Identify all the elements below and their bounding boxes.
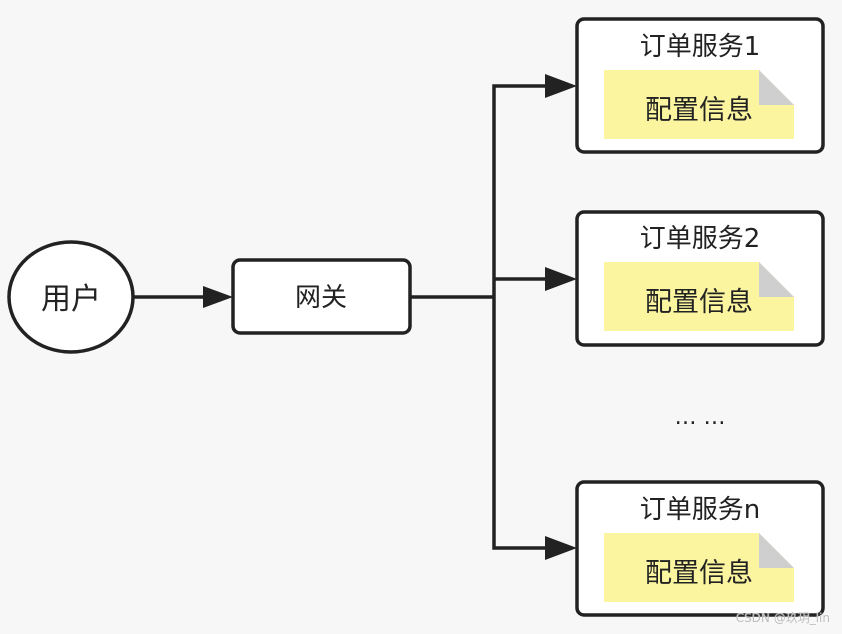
service-title: 订单服务n [640, 495, 760, 525]
gateway-arrowhead [203, 286, 233, 308]
config-note-label: 配置信息 [645, 558, 753, 589]
config-note-label: 配置信息 [645, 287, 753, 318]
config-note: 配置信息 [604, 262, 794, 331]
user-node: 用户 [7, 240, 135, 354]
service-node-1: 订单服务1 配置信息 [575, 17, 825, 154]
fan-out-bus [492, 84, 553, 550]
service-node-n: 订单服务n 配置信息 [575, 480, 825, 617]
service-title: 订单服务2 [640, 224, 761, 254]
user-label: 用户 [41, 282, 101, 317]
service2-arrowhead [545, 267, 577, 291]
service-title: 订单服务1 [640, 32, 761, 62]
servicen-arrowhead [545, 536, 577, 560]
gateway-node: 网关 [231, 258, 412, 335]
more-services-ellipsis: … … [675, 405, 726, 430]
config-note: 配置信息 [604, 533, 794, 602]
gateway-label: 网关 [295, 283, 347, 313]
config-note-label: 配置信息 [645, 95, 753, 126]
config-note: 配置信息 [604, 70, 794, 139]
service1-arrowhead [545, 74, 577, 98]
watermark: CSDN @玖玥_lin [735, 611, 830, 625]
service-node-2: 订单服务2 配置信息 [575, 210, 825, 347]
